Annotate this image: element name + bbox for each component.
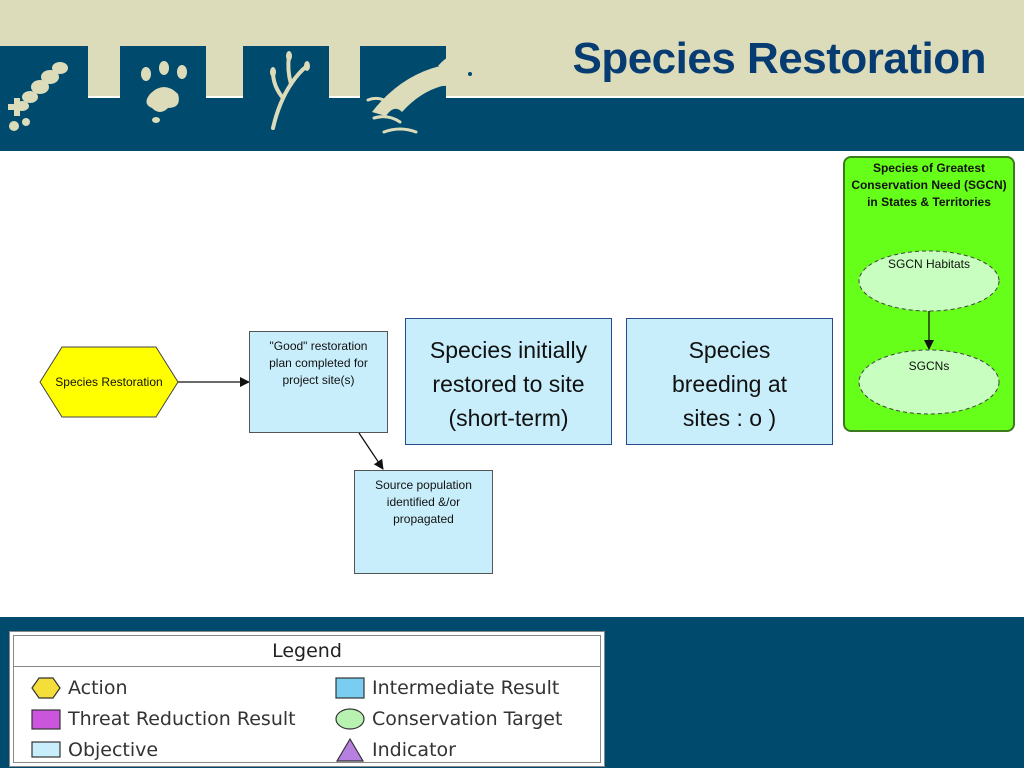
hexagon-icon bbox=[28, 674, 68, 702]
sgcn-habitats-label: SGCN Habitats bbox=[887, 257, 971, 271]
page-title: Species Restoration bbox=[572, 34, 986, 83]
ellipse-icon bbox=[332, 705, 372, 733]
legend-item-threat-reduction-result: Threat Reduction Result bbox=[28, 705, 296, 733]
conservation-target-title: Species of Greatest Conservation Need (S… bbox=[851, 161, 1007, 209]
legend-item-indicator: Indicator bbox=[332, 736, 456, 764]
sgcn-habitats-ellipse bbox=[858, 250, 1000, 312]
objective-restoration-plan: "Good" restoration plan completed for pr… bbox=[249, 331, 388, 433]
paw-print-icon bbox=[120, 46, 206, 124]
blue-rectangle-icon bbox=[332, 674, 372, 702]
header-divider bbox=[0, 96, 1024, 98]
magenta-rectangle-icon bbox=[28, 705, 68, 733]
legend-title: Legend bbox=[14, 636, 600, 667]
objective-source-population: Source population identified &/or propag… bbox=[354, 470, 493, 574]
legend-item-objective: Objective bbox=[28, 736, 158, 764]
action-label: Species Restoration bbox=[55, 374, 163, 389]
conservation-target-panel: Species of Greatest Conservation Need (S… bbox=[843, 156, 1015, 432]
legend-item-conservation-target: Conservation Target bbox=[332, 705, 562, 733]
legend-label-indicator: Indicator bbox=[372, 739, 456, 761]
legend-label-intermediate-result: Intermediate Result bbox=[372, 677, 560, 699]
footprint-icon bbox=[0, 46, 88, 131]
legend-item-action: Action bbox=[28, 674, 128, 702]
legend-label-objective: Objective bbox=[68, 739, 159, 761]
triangle-icon bbox=[332, 736, 372, 764]
result-species-breeding: Species breeding at sites : o ) bbox=[626, 318, 833, 445]
diagram-connectors bbox=[39, 346, 384, 470]
result-species-initially-restored: Species initially restored to site (shor… bbox=[405, 318, 612, 445]
plant-icon bbox=[243, 46, 329, 130]
legend-frame: Legend Action Threat Reduction Result Ob… bbox=[13, 635, 601, 763]
fish-icon bbox=[360, 46, 482, 134]
legend-label-threat-reduction-result: Threat Reduction Result bbox=[68, 708, 296, 730]
result-species-breeding-label: Species breeding at sites : o ) bbox=[671, 337, 788, 431]
legend: Legend Action Threat Reduction Result Ob… bbox=[9, 631, 605, 767]
legend-label-conservation-target: Conservation Target bbox=[372, 708, 563, 730]
light-blue-rectangle-icon bbox=[28, 736, 68, 764]
legend-item-intermediate-result: Intermediate Result bbox=[332, 674, 559, 702]
sgcns-ellipse bbox=[858, 349, 1000, 415]
arrow-plan-to-source bbox=[358, 432, 384, 470]
objective-source-population-label: Source population identified &/or propag… bbox=[375, 478, 472, 526]
result-species-initially-restored-label: Species initially restored to site (shor… bbox=[429, 337, 588, 431]
results-chain-diagram: Species Restoration "Good" restoration p… bbox=[0, 151, 1024, 617]
legend-label-action: Action bbox=[68, 677, 128, 699]
sgcns-label: SGCNs bbox=[908, 359, 950, 373]
objective-restoration-plan-label: "Good" restoration plan completed for pr… bbox=[269, 339, 368, 387]
conservation-target-shapes bbox=[858, 250, 1000, 415]
